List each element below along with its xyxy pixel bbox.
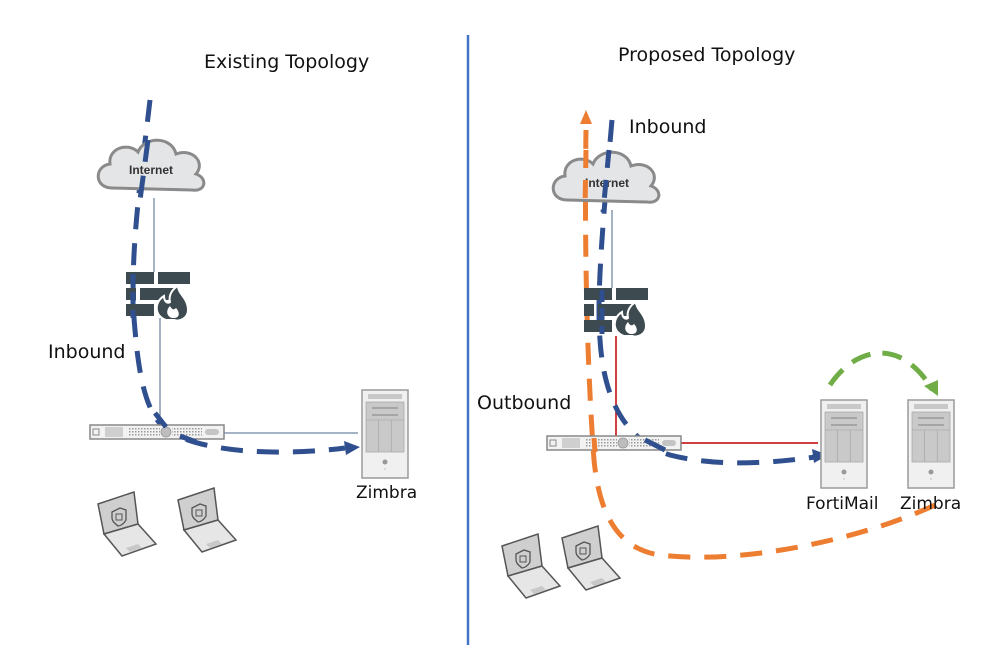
inbound-flow-path: [596, 119, 816, 466]
proposed-zimbra-label: Zimbra: [900, 494, 961, 514]
internal-flow-path: [827, 350, 935, 392]
existing-inbound-label: Inbound: [48, 341, 125, 363]
inbound-arrowhead: [812, 449, 828, 463]
laptop-icon: [561, 525, 621, 591]
firewall-icon: [125, 271, 191, 322]
inbound-flow-path: [130, 99, 346, 455]
existing-cloud-label: Internet: [129, 163, 173, 177]
server-tower-icon: [361, 389, 409, 479]
laptop-icon: [97, 491, 157, 557]
outbound-flow-path: [582, 129, 937, 560]
existing-title: Existing Topology: [204, 51, 369, 73]
server-tower-icon: [907, 399, 955, 489]
proposed-inbound-label: Inbound: [629, 116, 706, 138]
fortimail-label: FortiMail: [806, 494, 878, 514]
internal-arrowhead: [924, 380, 938, 396]
existing-zimbra-label: Zimbra: [356, 483, 417, 503]
inbound-arrowhead: [344, 441, 360, 455]
server-tower-icon: [820, 399, 868, 489]
proposed-topology: Proposed Topology Internet Inbound Outbo…: [477, 44, 961, 599]
laptop-icon: [177, 487, 237, 553]
laptop-icon: [501, 533, 561, 599]
outbound-arrowhead: [580, 110, 592, 124]
proposed-title: Proposed Topology: [618, 44, 795, 66]
proposed-outbound-label: Outbound: [477, 392, 571, 414]
switch-icon: [89, 424, 225, 440]
firewall-icon: [583, 287, 649, 338]
existing-topology: Existing Topology Internet Inbound: [48, 51, 417, 557]
